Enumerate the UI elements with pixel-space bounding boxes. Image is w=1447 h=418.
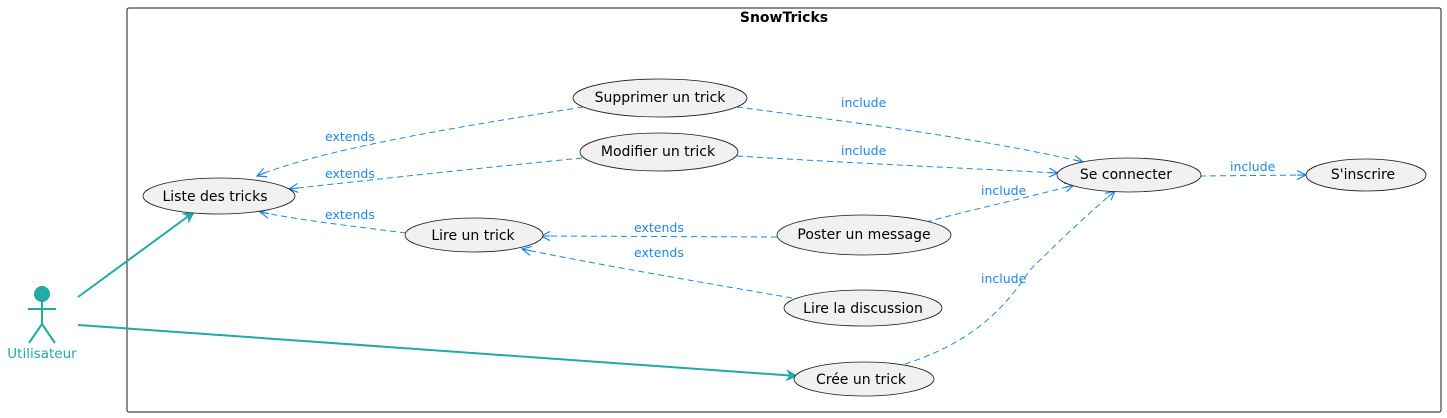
- usecase-se-connecter: [1056, 157, 1202, 193]
- edge-modifier-connecter: [736, 155, 1060, 178]
- edge-modifier-liste: [287, 157, 583, 194]
- usecase-label-inscrire: S'inscrire: [1331, 167, 1395, 183]
- usecase-label-liste: Liste des tricks: [162, 189, 267, 205]
- usecase-liste-des-tricks: [142, 177, 296, 215]
- usecase-poster-un-message: [776, 214, 952, 256]
- label-connecter-inscrire: include: [1230, 159, 1276, 174]
- usecase-label-creer: Crée un trick: [816, 372, 907, 388]
- label-discussion-lire: extends: [634, 245, 684, 260]
- edge-connecter-inscrire: [1199, 170, 1308, 181]
- label-poster-connecter: include: [981, 183, 1027, 198]
- association-actor-liste: [77, 211, 194, 298]
- label-poster-lire: extends: [634, 220, 684, 235]
- usecase-label-connecter: Se connecter: [1080, 167, 1172, 183]
- association-actor-creer: [77, 324, 797, 376]
- usecase-label-lire: Lire un trick: [431, 228, 515, 244]
- actor-utilisateur: Utilisateur: [7, 286, 77, 362]
- usecase-label-supprimer: Supprimer un trick: [595, 90, 727, 106]
- usecase-lire-la-discussion: [783, 289, 943, 327]
- system-title: SnowTricks: [740, 10, 828, 26]
- edge-poster-lire: [539, 231, 778, 242]
- usecase-label-discussion: Lire la discussion: [803, 301, 923, 317]
- edge-discussion-lire: [520, 245, 793, 299]
- label-modifier-connecter: include: [841, 143, 887, 158]
- edge-supprimer-connecter: [736, 106, 1085, 165]
- label-modifier-liste: extends: [325, 166, 375, 181]
- actor-label: Utilisateur: [7, 346, 77, 362]
- usecase-label-modifier: Modifier un trick: [601, 144, 716, 160]
- system-boundary: [126, 7, 1442, 413]
- usecase-label-poster: Poster un message: [797, 227, 930, 243]
- usecase-modifier-un-trick: [579, 132, 739, 172]
- usecase-cree-un-trick: [793, 361, 935, 397]
- label-lire-liste: extends: [325, 207, 375, 222]
- label-supprimer-liste: extends: [325, 129, 375, 144]
- edge-supprimer-liste: [255, 106, 584, 178]
- usecase-s-inscrire: [1305, 158, 1427, 192]
- label-creer-connecter: include: [981, 271, 1027, 286]
- usecase-lire-un-trick: [404, 217, 544, 253]
- stick-figure-actor-icon: [28, 286, 56, 344]
- label-supprimer-connecter: include: [841, 95, 887, 110]
- edge-lire-liste: [258, 208, 407, 234]
- edge-creer-connecter: [904, 190, 1117, 365]
- usecase-supprimer-un-trick: [572, 78, 748, 118]
